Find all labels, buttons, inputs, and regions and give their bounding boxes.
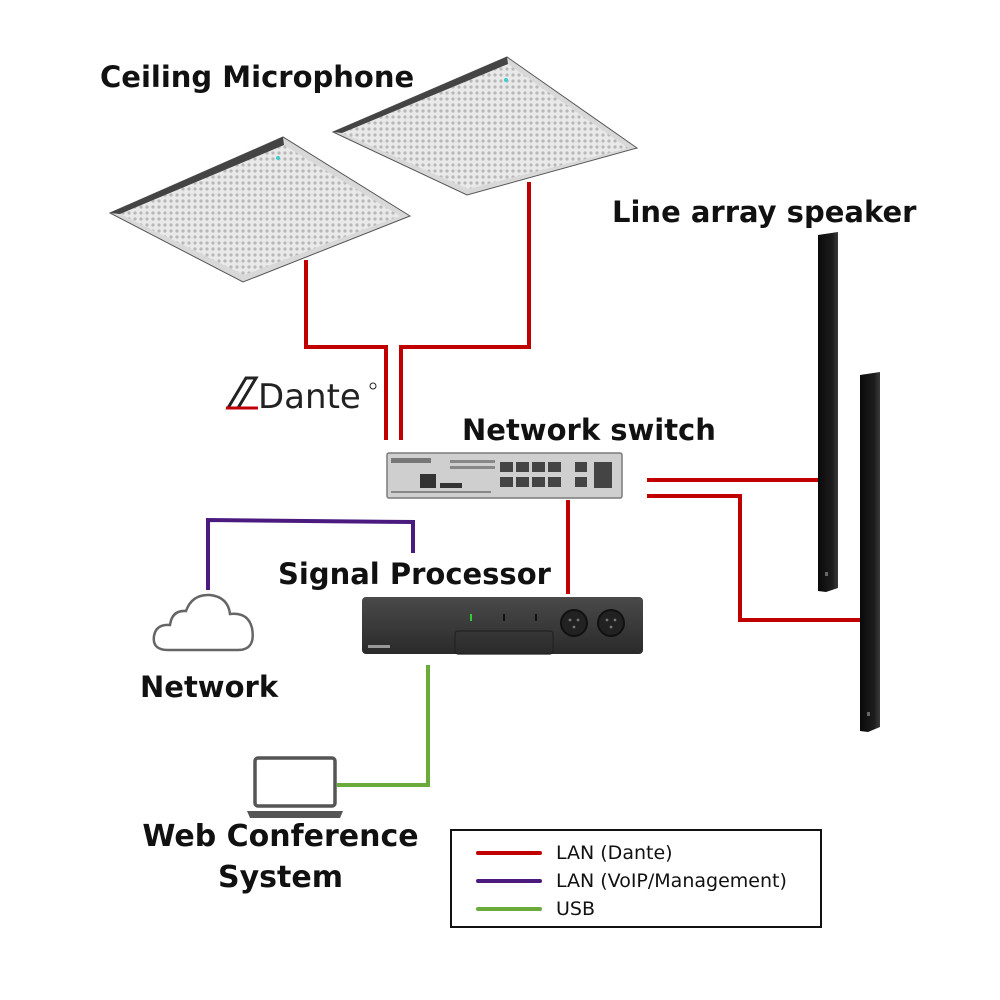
legend-swatch-red: [476, 851, 542, 855]
legend-item-lan-dante: LAN (Dante): [476, 839, 673, 867]
cable-switch-to-speaker-2: [647, 494, 860, 622]
cable-mic-right-to-switch: [399, 182, 531, 440]
cable-dsp-to-laptop: [337, 665, 430, 787]
legend: LAN (Dante) LAN (VoIP/Management) USB: [450, 829, 822, 928]
legend-swatch-green: [476, 907, 542, 911]
label-signal-processor: Signal Processor: [278, 557, 551, 591]
legend-label: LAN (Dante): [556, 842, 673, 864]
label-network-switch: Network switch: [462, 413, 716, 447]
legend-label: LAN (VoIP/Management): [556, 870, 787, 892]
dante-logo: Dante: [225, 376, 377, 417]
legend-swatch-purple: [476, 879, 542, 883]
dante-cables: [304, 182, 860, 622]
network-switch-device: [386, 452, 623, 499]
label-network: Network: [140, 670, 279, 704]
ceiling-microphone-right: [331, 56, 639, 196]
label-web-conference-line1: Web Conference: [142, 819, 419, 854]
laptop-icon: [247, 756, 343, 818]
line-array-speaker-1: [818, 232, 838, 592]
label-web-conference-line2: System: [218, 860, 343, 895]
ceiling-microphone-left: [108, 136, 412, 283]
label-ceiling-microphone: Ceiling Microphone: [100, 60, 415, 94]
legend-item-usb: USB: [476, 895, 595, 923]
cable-mic-left-to-switch: [304, 260, 388, 440]
legend-label: USB: [556, 898, 596, 920]
dante-logo-text: Dante: [258, 377, 361, 417]
cloud-icon: [152, 593, 254, 652]
signal-processor-device: [362, 597, 643, 655]
line-array-speaker-2: [860, 372, 880, 732]
legend-item-lan-voip: LAN (VoIP/Management): [476, 867, 787, 895]
cable-network-to-dsp: [206, 517, 415, 590]
label-line-array-speaker: Line array speaker: [612, 195, 917, 229]
